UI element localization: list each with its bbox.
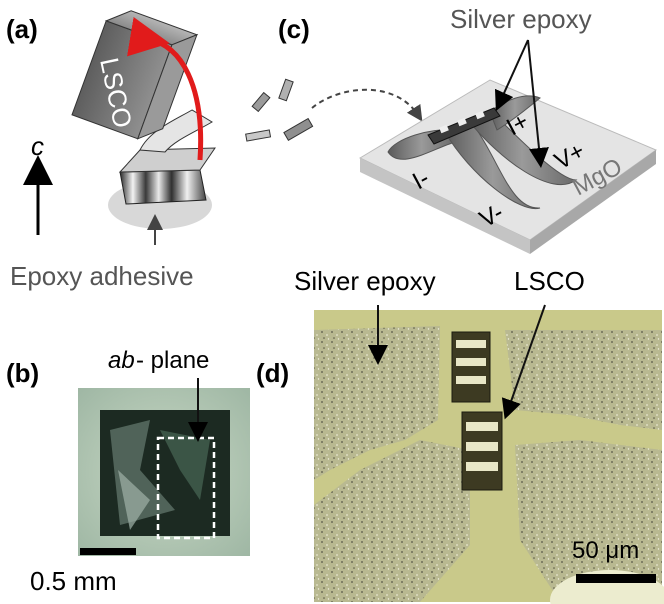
epoxy-region-bottom-left [314,440,470,602]
panel-a: (a) LSCO c Epoxy adhesive [6,10,216,291]
rotation-arrow [126,16,204,161]
ab-plane-box [156,436,216,540]
transfer-arrow [311,88,423,122]
scale-label-b: 0.5 mm [30,566,117,596]
panel-c-label: (c) [278,14,310,44]
plane-label-italic: ab [108,347,135,374]
panel-b: (b) ab - plane 0.5 mm [6,347,250,596]
lsco-pointer-d [501,304,546,420]
adhesive-label: Epoxy adhesive [10,261,194,291]
scale-bar-d [576,574,656,583]
epoxy-region-top-left [314,326,440,480]
epoxy-region-top-right [505,330,662,430]
panel-b-label: (b) [6,358,39,388]
crystal-bend [139,109,213,153]
panel-a-label: (a) [6,14,38,44]
scale-value-d: 50 [572,537,605,564]
scale-label-d: 50 μm [572,537,639,564]
substrate-side [530,150,656,254]
panel-d: Silver epoxy LSCO (d) 50 μm [256,266,664,604]
scale-unit-d: μm [605,537,639,564]
scale-bar-b [80,548,136,555]
silver-epoxy-label-d: Silver epoxy [294,266,436,296]
silver-epoxy-label-c: Silver epoxy [450,4,592,34]
silver-epoxy-pointer-1 [495,39,529,112]
crystal-fragments [245,78,423,142]
contact-v-plus [467,111,578,186]
silver-epoxy-pointer-2 [527,39,549,168]
c-axis-label: c [31,131,44,161]
panel-c: (c) Silver epoxy I+ I- V+ V- MgO [278,4,658,254]
substrate-front [360,158,530,254]
crystal-base [119,169,207,205]
contact-v-minus [444,119,541,210]
epoxy-region-bottom-right [515,440,662,602]
crystal-base-top [118,147,216,173]
plane-label-rest: - plane [136,347,209,374]
lsco-label-d: LSCO [514,266,585,296]
panel-d-label: (d) [256,358,289,388]
